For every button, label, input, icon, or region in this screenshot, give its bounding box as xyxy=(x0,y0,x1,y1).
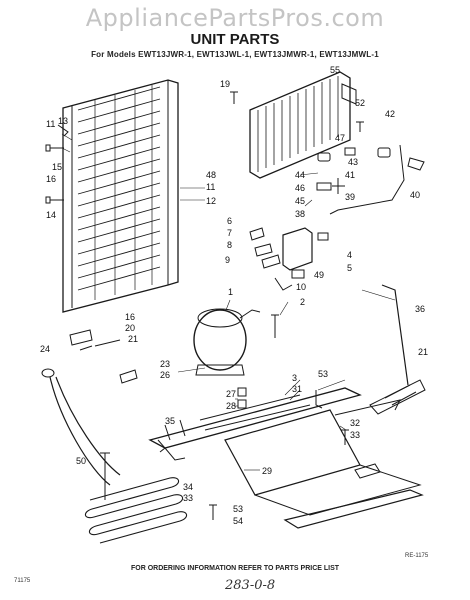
callout-23: 23 xyxy=(160,359,170,369)
callout-7: 7 xyxy=(227,228,232,238)
callout-42: 43 xyxy=(348,157,358,167)
callout-44: 45 xyxy=(295,196,305,206)
handwritten-note: 283-0-8 xyxy=(225,578,276,593)
callout-41: 42 xyxy=(385,109,395,119)
callout-37: 38 xyxy=(295,209,305,219)
document-code-right: RE-1175 xyxy=(405,553,429,559)
callout-30: 31 xyxy=(292,384,302,394)
callout-24: 24 xyxy=(40,344,50,354)
callout-12b: 12 xyxy=(206,196,216,206)
callout-38: 39 xyxy=(345,192,355,202)
callout-12: 11 xyxy=(46,119,55,129)
part-54 xyxy=(315,390,323,409)
watermark-text: AppliancePartsPros.com xyxy=(85,4,385,32)
screw-left-12 xyxy=(45,144,64,152)
callout-14: 15 xyxy=(52,162,62,172)
compressor xyxy=(193,308,279,376)
model-list: For Models EWT13JWR-1, EWT13JWL-1, EWT13… xyxy=(91,50,379,59)
callout-3: 3 xyxy=(292,373,297,383)
parts-52-53 xyxy=(209,504,217,520)
base-frame xyxy=(148,387,424,529)
callout-39: 40 xyxy=(410,190,420,200)
callout-8: 8 xyxy=(227,240,232,250)
callout-29: 29 xyxy=(262,466,272,476)
callout-33: 33 xyxy=(183,493,193,503)
callout-26: 26 xyxy=(160,370,170,380)
callout-28: 28 xyxy=(226,401,236,411)
callout-36: 36 xyxy=(415,304,425,314)
callout-2: 2 xyxy=(300,297,305,307)
callout-40: 41 xyxy=(345,170,355,180)
callout-54: 53 xyxy=(318,369,328,379)
condenser-coil xyxy=(62,79,179,313)
callout-16: 16 xyxy=(46,174,56,184)
callout-48: 49 xyxy=(314,270,324,280)
parts-31-32 xyxy=(341,429,381,479)
callout-35: 35 xyxy=(165,416,175,426)
evaporator xyxy=(249,71,357,179)
callout-43: 44 xyxy=(295,170,305,180)
callout-10: 10 xyxy=(296,282,306,292)
callout-47: 47 xyxy=(335,133,345,143)
callout-18: 19 xyxy=(220,79,230,89)
callout-9: 9 xyxy=(225,255,230,265)
diagram-title: UNIT PARTS xyxy=(190,31,280,48)
bracket-21 xyxy=(369,379,426,415)
screw-left-15 xyxy=(45,196,64,204)
callout-45: 46 xyxy=(295,183,305,193)
callout-1: 1 xyxy=(228,287,233,297)
callout-6: 6 xyxy=(227,216,232,226)
callout-labels: 11 13 15 16 14 19 48 11 12 55 52 42 47 4… xyxy=(40,65,428,526)
callout-5: 5 xyxy=(347,263,352,273)
parts-27-28 xyxy=(237,387,247,409)
callout-17: 16 xyxy=(125,312,135,322)
callout-52: 53 xyxy=(233,504,243,514)
callout-13: 13 xyxy=(58,116,68,126)
document-code-left: 71175 xyxy=(14,578,31,584)
callout-55: 55 xyxy=(330,65,340,75)
rod-36 xyxy=(381,284,409,386)
clip-13 xyxy=(57,124,69,137)
screw-18 xyxy=(230,91,238,104)
callout-34: 34 xyxy=(183,482,193,492)
callout-15: 14 xyxy=(46,210,56,220)
callout-19: 20 xyxy=(125,323,135,333)
callout-53: 54 xyxy=(233,516,243,526)
callout-49: 50 xyxy=(76,456,86,466)
callout-32: 33 xyxy=(350,430,360,440)
control-box xyxy=(249,227,329,291)
callout-31: 32 xyxy=(350,418,360,428)
ordering-info-note: FOR ORDERING INFORMATION REFER TO PARTS … xyxy=(130,565,340,572)
leader-lines xyxy=(61,133,396,471)
callout-50: 52 xyxy=(355,98,365,108)
harness-and-bracket xyxy=(41,329,138,500)
callout-27: 27 xyxy=(226,389,236,399)
part-35 xyxy=(157,439,166,453)
drain-heater-coil xyxy=(84,477,188,544)
callout-46: 48 xyxy=(206,170,216,180)
small-parts xyxy=(316,121,425,215)
callout-11: 11 xyxy=(206,182,215,192)
callout-20: 21 xyxy=(128,334,138,344)
callout-4: 4 xyxy=(347,250,352,260)
callout-21: 21 xyxy=(418,347,428,357)
